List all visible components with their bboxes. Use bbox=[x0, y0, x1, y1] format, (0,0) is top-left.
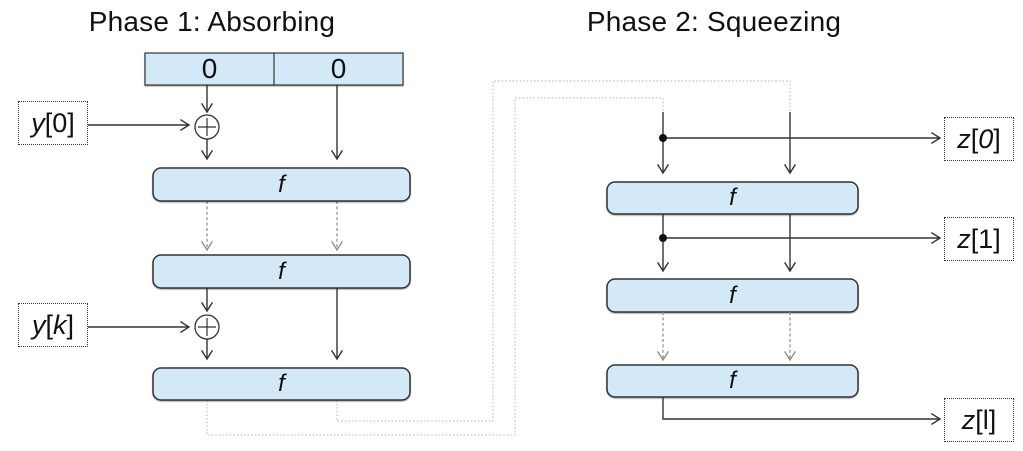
state-cell-left-value: 0 bbox=[201, 53, 218, 84]
phase2-title: Phase 2: Squeezing bbox=[586, 6, 842, 37]
label-segment: k bbox=[53, 309, 67, 340]
f-label: f bbox=[278, 370, 285, 397]
f-label: f bbox=[278, 257, 285, 285]
label-segment: z bbox=[957, 223, 971, 254]
xor-plus-glyph bbox=[198, 118, 216, 136]
label-segment: 0 bbox=[978, 123, 994, 154]
feedback-line-right-column bbox=[336, 80, 791, 422]
label-segment: [0] bbox=[44, 107, 75, 138]
label-segment: y bbox=[31, 309, 46, 340]
f-label: f bbox=[729, 367, 736, 394]
output-label-zl: z[l] bbox=[944, 398, 1014, 442]
label-segment: [ bbox=[45, 309, 53, 340]
junction-dot-icon bbox=[659, 234, 667, 242]
label-segment: z bbox=[961, 404, 976, 435]
phase1-title: Phase 1: Absorbing bbox=[88, 6, 336, 37]
f-label: f bbox=[729, 281, 736, 309]
f-label: f bbox=[278, 170, 285, 198]
junction-dot-icon bbox=[659, 134, 667, 142]
label-segment: ] bbox=[66, 309, 75, 340]
arrow-to-zl bbox=[662, 397, 942, 426]
label-segment: [ bbox=[970, 123, 979, 154]
f-label: f bbox=[729, 184, 736, 211]
output-label-z0: z[0] bbox=[944, 117, 1014, 161]
f-box-squeeze-3 bbox=[606, 364, 859, 398]
output-label-z1: z[1] bbox=[944, 217, 1014, 261]
f-box-absorb-3 bbox=[152, 367, 411, 401]
f-box-squeeze-1 bbox=[606, 181, 859, 215]
label-segment: z bbox=[957, 123, 971, 154]
label-segment: y bbox=[31, 107, 45, 138]
f-box-absorb-2 bbox=[152, 254, 411, 289]
label-segment: [1] bbox=[970, 223, 1001, 254]
input-label-y0: y[0] bbox=[18, 101, 88, 145]
feedback-line-left-column bbox=[206, 97, 664, 436]
f-box-squeeze-2 bbox=[606, 278, 859, 313]
label-segment: [l] bbox=[975, 404, 997, 435]
label-segment: ] bbox=[993, 123, 1001, 154]
f-box-absorb-1 bbox=[152, 167, 411, 202]
input-label-yk: y[k] bbox=[18, 303, 88, 347]
state-cell-right-value: 0 bbox=[330, 53, 347, 84]
xor-plus-glyph bbox=[198, 318, 216, 336]
